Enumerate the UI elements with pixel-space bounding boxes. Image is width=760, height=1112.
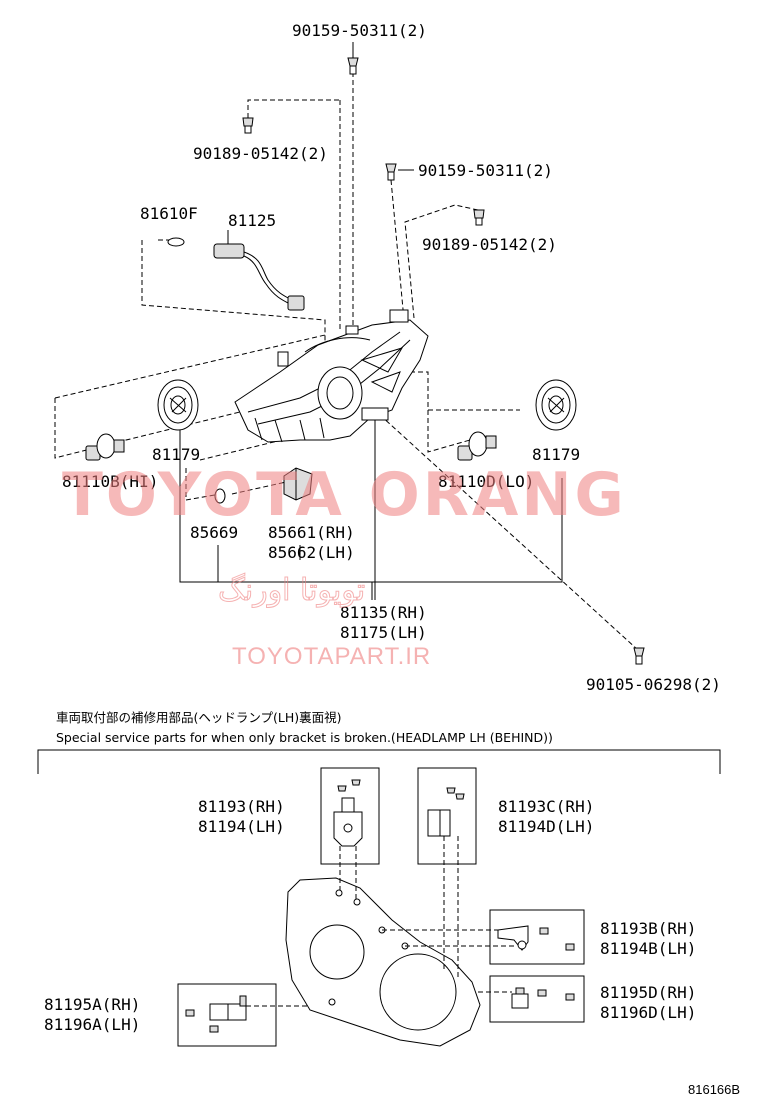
repair-box-5 xyxy=(177,983,277,1047)
watermark-url: TOYOTAPART.IR xyxy=(232,643,431,670)
label-b5-lh: 81196A(LH) xyxy=(44,1015,140,1034)
label-bulb-lo: 81110D(LO) xyxy=(438,472,534,491)
watermark-persian: تویوتا اورنگ xyxy=(218,573,365,608)
headlamp-assembly-icon xyxy=(234,309,429,443)
leveling-actuator-icon xyxy=(283,467,313,501)
note-japanese: 車両取付部の補修用部品(ヘッドランプ(LH)裏面視) xyxy=(56,710,342,725)
label-cover-left: 81179 xyxy=(152,445,200,464)
bolt-icon xyxy=(385,163,397,181)
bracket-81193b-icon xyxy=(497,925,575,951)
label-bolt-top: 90159-50311(2) xyxy=(292,21,427,40)
label-screw-bottom: 90105-06298(2) xyxy=(586,675,721,694)
bracket-81195a-icon xyxy=(185,995,247,1033)
label-b1-rh: 81193(RH) xyxy=(198,797,285,816)
label-bolt-right: 90159-50311(2) xyxy=(418,161,553,180)
label-lamp-lh: 81175(LH) xyxy=(340,623,427,642)
label-b4-lh: 81196D(LH) xyxy=(600,1003,696,1022)
label-washer-right: 90189-05142(2) xyxy=(422,235,557,254)
label-actuator-lh: 85662(LH) xyxy=(268,543,355,562)
repair-box-4 xyxy=(489,975,585,1023)
bulb-socket-wire-icon xyxy=(213,243,305,311)
bulb-hi-icon xyxy=(85,433,125,461)
repair-box-3 xyxy=(489,909,585,965)
dust-cover-icon xyxy=(535,379,577,431)
note-english: Special service parts for when only brac… xyxy=(56,730,553,745)
label-cover-right: 81179 xyxy=(532,445,580,464)
repair-section-frame xyxy=(37,749,721,774)
watermark-main: TOYOTA ORANG xyxy=(62,460,627,530)
label-b2-lh: 81194D(LH) xyxy=(498,817,594,836)
bracket-81193-icon xyxy=(333,779,363,847)
bracket-81193c-icon xyxy=(427,787,465,837)
washer-icon xyxy=(473,209,485,226)
label-b2-rh: 81193C(RH) xyxy=(498,797,594,816)
label-b1-lh: 81194(LH) xyxy=(198,817,285,836)
label-b5-rh: 81195A(RH) xyxy=(44,995,140,1014)
label-oring: 85669 xyxy=(190,523,238,542)
diagram-code: 816166B xyxy=(688,1082,740,1097)
bulb-lo-icon xyxy=(457,431,497,461)
leader-lines xyxy=(54,42,639,651)
label-washer-top: 90189-05142(2) xyxy=(193,144,328,163)
label-cap: 81610F xyxy=(140,204,198,223)
dust-cover-icon xyxy=(157,379,199,431)
bolt-icon xyxy=(347,57,359,75)
bracket-81195d-icon xyxy=(511,987,575,1009)
bulb-cap-icon xyxy=(167,237,185,247)
headlamp-rear-housing-icon xyxy=(285,877,481,1047)
label-lamp-rh: 81135(RH) xyxy=(340,603,427,622)
screw-icon xyxy=(633,647,645,665)
washer-icon xyxy=(242,117,254,134)
label-b3-rh: 81193B(RH) xyxy=(600,919,696,938)
label-socket: 81125 xyxy=(228,211,276,230)
label-bulb-hi: 81110B(HI) xyxy=(62,472,158,491)
label-b3-lh: 81194B(LH) xyxy=(600,939,696,958)
label-b4-rh: 81195D(RH) xyxy=(600,983,696,1002)
label-actuator-rh: 85661(RH) xyxy=(268,523,355,542)
o-ring-icon xyxy=(214,488,226,504)
repair-box-2 xyxy=(417,767,477,865)
repair-box-1 xyxy=(320,767,380,865)
